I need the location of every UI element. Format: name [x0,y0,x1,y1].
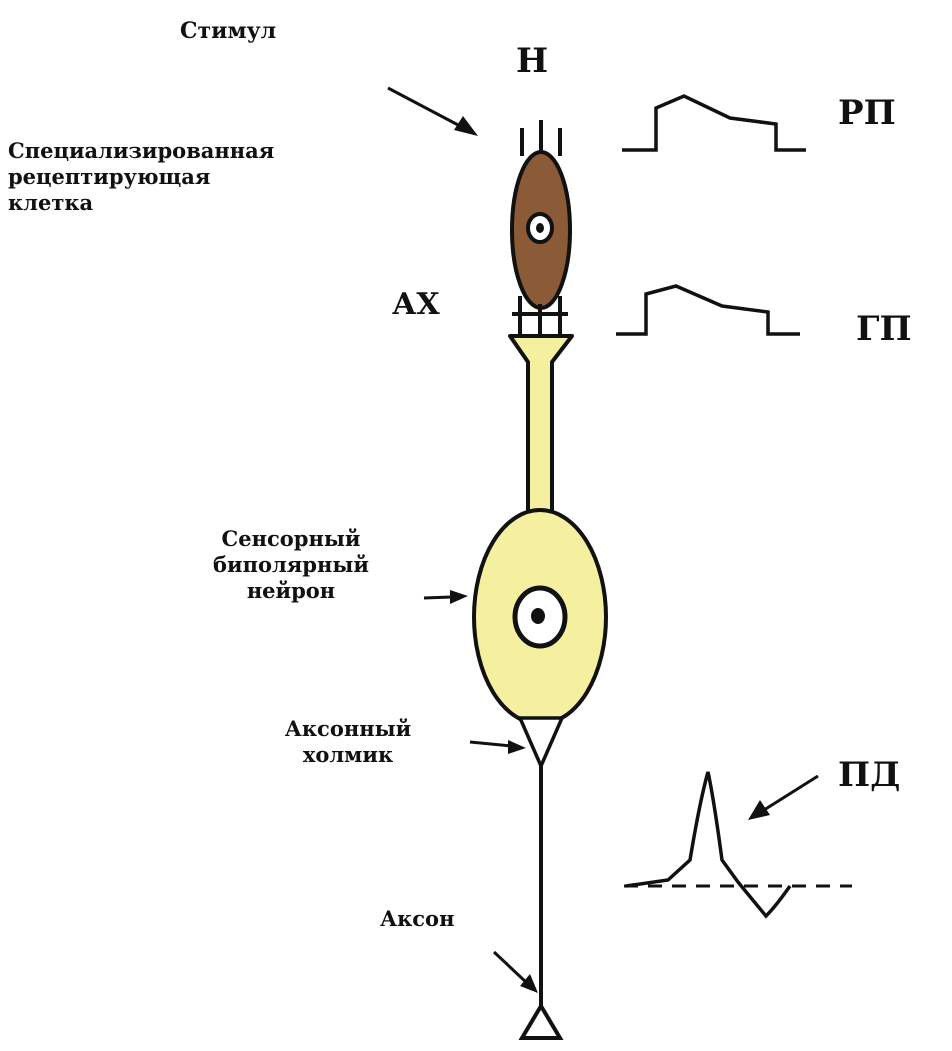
stimulus-label: Стимул [180,18,276,44]
sensory-neuron-line-3: нейрон [176,578,406,604]
sensory-neuron-label: Сенсорный биполярный нейрон [176,526,406,604]
stimulus-arrow [388,88,478,136]
rp-label: РП [838,94,896,132]
pd-arrow [748,776,818,820]
axon-hillock [520,718,562,766]
axon-hillock-line-2: холмик [238,742,458,768]
pd-label: ПД [838,756,900,794]
axon-hillock-line-1: Аксонный [238,716,458,742]
rp-trace [622,96,806,150]
sensory-neuron-line-1: Сенсорный [176,526,406,552]
axon-terminal [522,1006,560,1038]
specialized-cell-line-3: клетка [8,190,274,216]
receptor-cell-nucleolus [536,223,544,233]
specialized-cell-line-1: Специализированная [8,138,274,164]
hillock-arrow [470,740,526,754]
axon-label: Аксон [380,906,454,932]
gp-trace [616,286,800,334]
neuron-nucleolus [531,608,545,624]
gp-label: ГП [856,310,912,348]
pd-trace [626,772,790,916]
ax-label: АХ [392,288,440,322]
specialized-cell-line-2: рецептирующая [8,164,274,190]
axon-hillock-label: Аксонный холмик [238,716,458,768]
axon-arrow [494,952,538,993]
neuron-arrow [424,590,468,604]
sensory-neuron-line-2: биполярный [176,552,406,578]
receptor-letter-label: Н [516,42,548,80]
neuron-dendrite [510,336,572,520]
specialized-cell-label: Специализированная рецептирующая клетка [8,138,274,216]
